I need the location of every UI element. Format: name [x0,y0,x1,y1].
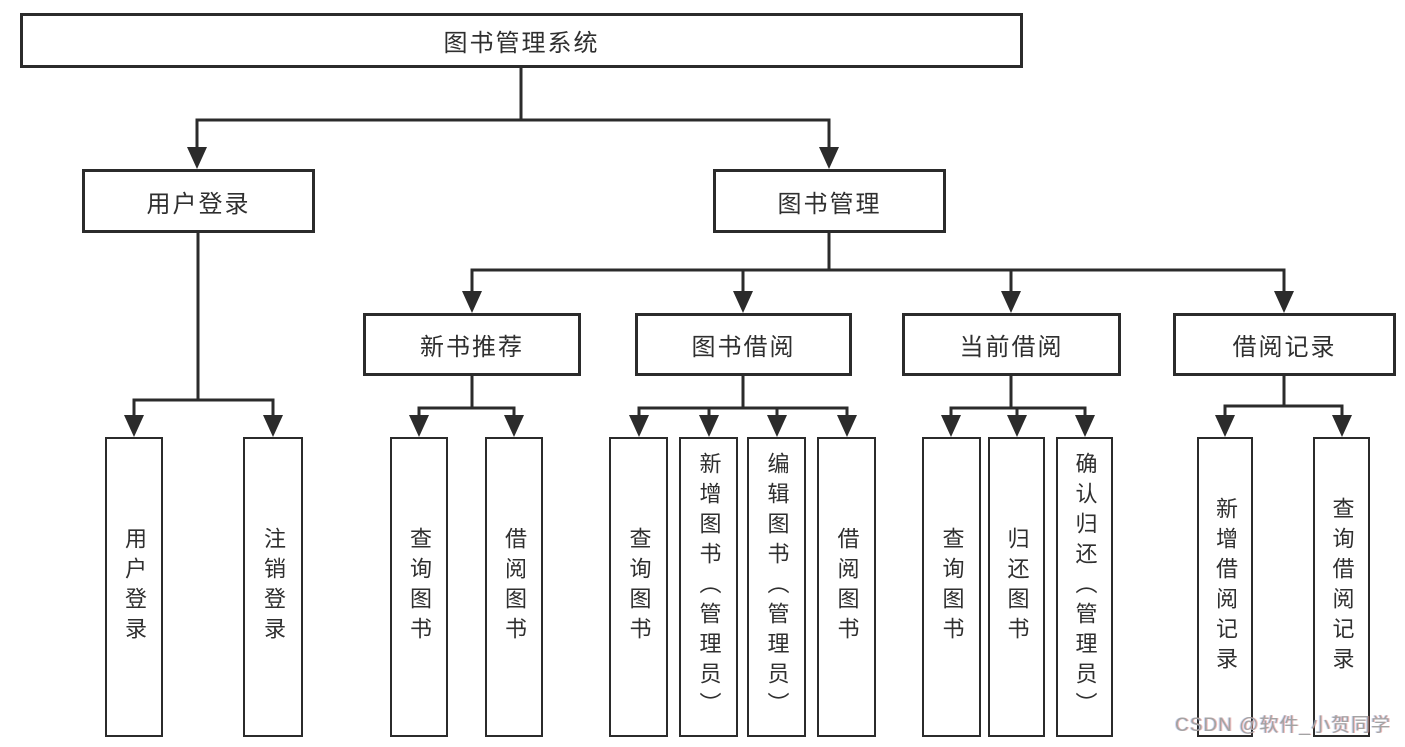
leaf-add-books-admin: 新增图书（管理员） [679,437,738,737]
node-user-login: 用户登录 [82,169,315,233]
leaf-borrow-books-borrowing: 借阅图书 [817,437,876,737]
connector-level3-rail [470,268,1286,294]
leaf-confirm-return-admin-label: 确认归还（管理员） [1072,452,1098,722]
leaf-query-books-borrowing: 查询图书 [609,437,668,737]
leaf-query-books-borrowing-label: 查询图书 [626,527,652,647]
node-new-book-recommend-label: 新书推荐 [420,334,524,361]
node-user-login-label: 用户登录 [146,190,251,218]
leaf-user-login-label: 用户登录 [122,527,147,647]
leaf-edit-books-admin-label: 编辑图书（管理员） [764,452,790,722]
leaf-borrow-books-borrowing-label: 借阅图书 [834,527,860,647]
node-book-management-label: 图书管理 [777,190,882,218]
arrowheads [124,147,1352,437]
leaf-user-login: 用户登录 [105,437,163,737]
leaf-add-borrow-record: 新增借阅记录 [1197,437,1253,737]
leaf-borrow-books-recommend: 借阅图书 [485,437,543,737]
leaf-add-borrow-record-label: 新增借阅记录 [1213,497,1238,677]
leaf-return-books-label: 归还图书 [1004,527,1030,647]
node-new-book-recommend: 新书推荐 [363,313,581,376]
leaf-return-books: 归还图书 [988,437,1045,737]
node-current-borrowing-label: 当前借阅 [959,334,1064,361]
leaf-query-borrow-record: 查询借阅记录 [1313,437,1370,737]
connector-level1-rail [195,118,831,150]
leaf-edit-books-admin: 编辑图书（管理员） [747,437,806,737]
leaf-query-borrow-record-label: 查询借阅记录 [1329,497,1355,677]
connector-user-login-rail [132,398,275,419]
node-current-borrowing: 当前借阅 [902,313,1121,376]
leaf-borrow-books-recommend-label: 借阅图书 [502,527,527,647]
node-book-borrowing: 图书借阅 [635,313,852,376]
node-root-label: 图书管理系统 [443,30,600,57]
node-root: 图书管理系统 [20,13,1023,68]
leaf-logout-label: 注销登录 [261,527,286,647]
leaf-query-books-current: 查询图书 [922,437,981,737]
leaf-confirm-return-admin: 确认归还（管理员） [1056,437,1113,737]
node-borrowing-records: 借阅记录 [1173,313,1396,376]
leaf-query-books-current-label: 查询图书 [939,527,965,647]
node-borrowing-records-label: 借阅记录 [1232,334,1337,361]
csdn-watermark: CSDN @软件_小贺同学 [1175,715,1391,736]
leaf-logout: 注销登录 [243,437,303,737]
leaf-query-books-recommend-label: 查询图书 [407,527,432,647]
leaf-add-books-admin-label: 新增图书（管理员） [696,452,722,722]
leaf-query-books-recommend: 查询图书 [390,437,448,737]
node-book-management: 图书管理 [713,169,946,233]
node-book-borrowing-label: 图书借阅 [691,334,796,361]
